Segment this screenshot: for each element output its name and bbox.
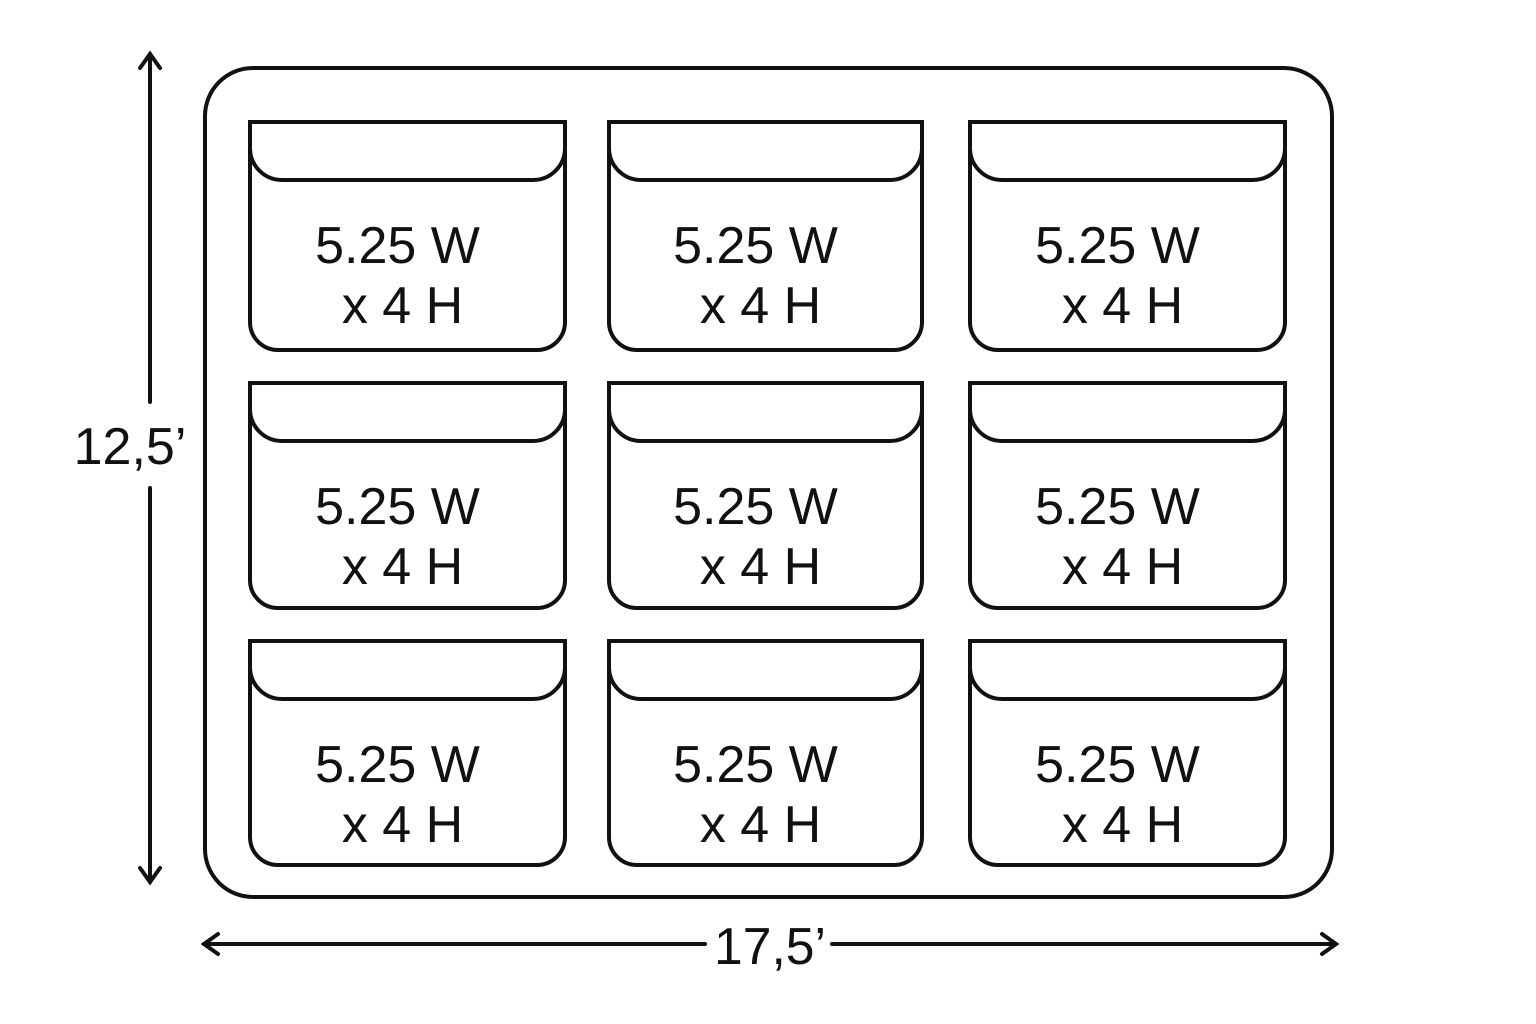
cell-outline [607,120,924,352]
cell-width-label: 5.25 W [673,736,838,794]
cell-outline [968,120,1287,352]
cell-height-label: x 4 H [1062,277,1183,335]
storage-cell: 5.25 Wx 4 H [248,120,567,352]
arrow-down-icon [138,866,162,886]
cell-lid-band [607,387,924,443]
outer-frame [203,66,1334,899]
cell-height-label: x 4 H [342,538,463,596]
cell-outline [248,381,567,610]
cell-lid-band [607,126,924,182]
cell-width-label: 5.25 W [315,217,480,275]
arrow-up-icon [138,50,162,70]
cell-lid-band [968,387,1287,443]
cell-height-label: x 4 H [342,277,463,335]
cell-height-label: x 4 H [700,277,821,335]
arrow-left-icon [200,932,220,956]
storage-cell: 5.25 Wx 4 H [607,639,924,867]
cell-lid-band [248,126,567,182]
storage-cell: 5.25 Wx 4 H [607,381,924,610]
cell-lid-band [248,387,567,443]
cell-width-label: 5.25 W [1035,217,1200,275]
storage-cell: 5.25 Wx 4 H [968,381,1287,610]
arrow-right-icon [1320,932,1340,956]
cell-outline [248,639,567,867]
cell-width-label: 5.25 W [673,478,838,536]
cell-outline [248,120,567,352]
cell-width-label: 5.25 W [315,478,480,536]
cell-width-label: 5.25 W [1035,736,1200,794]
height-label: 12,5’ [74,418,187,476]
storage-cell: 5.25 Wx 4 H [968,639,1287,867]
cell-outline [968,381,1287,610]
height-dimension [138,50,162,886]
storage-cell: 5.25 Wx 4 H [968,120,1287,352]
cell-lid-band [607,645,924,701]
storage-cell: 5.25 Wx 4 H [248,639,567,867]
cell-width-label: 5.25 W [673,217,838,275]
width-dimension [200,932,1340,956]
width-label: 17,5’ [714,918,826,976]
cell-height-label: x 4 H [700,796,821,854]
storage-cell: 5.25 Wx 4 H [248,381,567,610]
cell-height-label: x 4 H [700,538,821,596]
cell-outline [607,381,924,610]
storage-cells: 5.25 Wx 4 H5.25 Wx 4 H5.25 Wx 4 H5.25 Wx… [248,120,1287,867]
cell-outline [968,639,1287,867]
cell-outline [607,639,924,867]
cell-width-label: 5.25 W [1035,478,1200,536]
cell-lid-band [968,126,1287,182]
cell-height-label: x 4 H [1062,538,1183,596]
storage-cell: 5.25 Wx 4 H [607,120,924,352]
cell-lid-band [968,645,1287,701]
cell-lid-band [248,645,567,701]
cell-height-label: x 4 H [342,796,463,854]
cell-width-label: 5.25 W [315,736,480,794]
cell-height-label: x 4 H [1062,796,1183,854]
